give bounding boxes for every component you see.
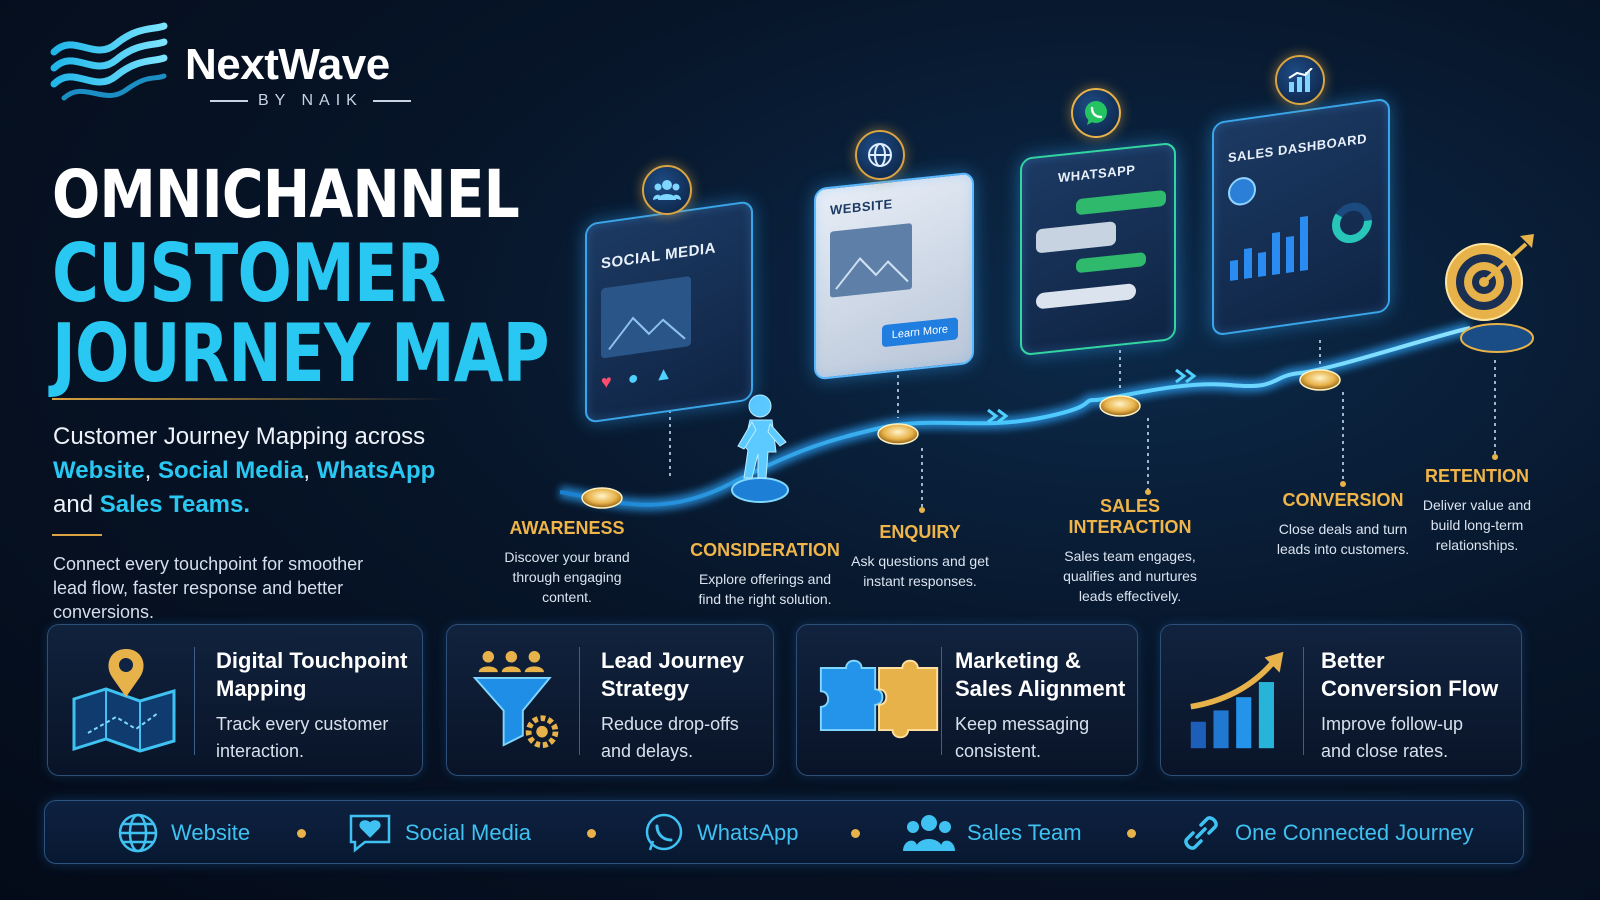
subtitle-channel-social: Social Media — [157, 457, 304, 484]
title-line-1: OMNICHANNEL — [52, 156, 520, 233]
globe-icon — [855, 130, 905, 180]
channel-website: Website — [117, 801, 250, 865]
whatsapp-icon — [1071, 88, 1121, 138]
stage-desc: Deliver value and build long-term relati… — [1422, 497, 1532, 553]
separator-dot — [851, 829, 860, 838]
stage-desc: Ask questions and get instant responses. — [851, 553, 989, 589]
feature-card-touchpoint: Digital Touchpoint Mapping Track every c… — [47, 624, 423, 776]
channel-label: Sales Team — [967, 820, 1082, 845]
subtitle: Customer Journey Mapping across Website,… — [53, 423, 436, 518]
channel-sales-team: Sales Team — [903, 801, 1082, 865]
walking-person-icon — [737, 394, 787, 479]
separator-dot — [587, 829, 596, 838]
chat-heart-icon — [349, 814, 391, 853]
stage-desc: Sales team engages, qualifies and nurtur… — [1063, 548, 1197, 604]
feature-title: Better Conversion Flow — [1321, 648, 1499, 701]
subtitle-channel-website: Website — [53, 457, 145, 484]
feature-card-conversion: Better Conversion Flow Improve follow-up… — [1160, 624, 1522, 776]
learn-more-button[interactable]: Learn More — [881, 317, 958, 348]
wave-logo-icon — [50, 22, 168, 101]
whatsapp-panel: WHATSAPP — [1020, 141, 1176, 357]
title-line-3: JOURNEY MAP — [52, 307, 549, 400]
channel-label: WhatsApp — [697, 820, 799, 845]
feature-title: Lead Journey Strategy — [601, 648, 745, 701]
users-icon — [642, 165, 692, 215]
feature-desc: Improve follow-up and close rates. — [1321, 714, 1464, 761]
title-divider — [52, 398, 452, 400]
subtitle-lead: Customer Journey Mapping across — [53, 423, 426, 450]
team-icon — [903, 815, 955, 851]
image-placeholder-icon — [830, 223, 912, 298]
social-media-label: SOCIAL MEDIA — [601, 239, 716, 273]
stage-title: SALES INTERACTION — [1068, 496, 1192, 537]
channel-bar: Website Social Media WhatsApp Sales Team… — [44, 800, 1524, 864]
channel-label: Website — [171, 820, 251, 845]
stage-awareness: AWARENESS Discover your brand through en… — [482, 518, 652, 607]
globe-icon — [118, 813, 158, 853]
stage-desc: Close deals and turn leads into customer… — [1276, 521, 1410, 557]
channel-social-media: Social Media — [347, 801, 531, 865]
separator-dot — [297, 829, 306, 838]
feature-card-alignment: Marketing & Sales Alignment Keep messagi… — [796, 624, 1138, 776]
separator-dot — [1127, 829, 1136, 838]
stage-title: ENQUIRY — [879, 522, 961, 542]
whatsapp-label: WHATSAPP — [1058, 162, 1136, 186]
subtitle-channel-whatsapp: WhatsApp — [316, 457, 436, 484]
stage-desc: Discover your brand through engaging con… — [504, 549, 630, 605]
growth-chart-icon — [1190, 651, 1284, 749]
feature-desc: Keep messaging consistent. — [955, 714, 1090, 761]
stage-title: CONVERSION — [1282, 490, 1404, 510]
bar-chart-icon — [1275, 55, 1325, 105]
feature-card-lead-journey: Lead Journey Strategy Reduce drop-offs a… — [446, 624, 774, 776]
channel-label: One Connected Journey — [1235, 820, 1474, 845]
website-label: WEBSITE — [830, 196, 893, 218]
stage-sales-interaction: SALES INTERACTION Sales team engages, qu… — [1040, 496, 1220, 606]
stage-desc: Explore offerings and find the right sol… — [698, 571, 832, 607]
feature-desc: Reduce drop-offs and delays. — [601, 714, 739, 761]
stage-consideration: CONSIDERATION Explore offerings and find… — [680, 540, 850, 609]
chat-bubble — [1076, 251, 1146, 274]
message-input — [1036, 283, 1136, 310]
tagline-divider — [52, 534, 102, 536]
map-pin-icon — [72, 649, 176, 753]
puzzle-icon — [819, 659, 939, 739]
stage-title: CONSIDERATION — [690, 540, 840, 560]
tagline: Connect every touchpoint for smoother le… — [53, 554, 364, 622]
website-panel: WEBSITE Learn More — [814, 171, 974, 381]
thumbs-up-icon: ▲ — [654, 362, 673, 386]
brand-name: NextWave — [185, 40, 390, 89]
stage-title: RETENTION — [1424, 466, 1529, 486]
sales-dashboard-label: SALES DASHBOARD — [1228, 130, 1367, 166]
image-placeholder-icon — [601, 275, 691, 359]
feature-desc: Track every customer interaction. — [216, 714, 389, 761]
subtitle-channel-sales: Sales Teams. — [99, 491, 251, 518]
feature-title: Digital Touchpoint Mapping — [216, 648, 408, 701]
social-media-panel: SOCIAL MEDIA ♥ ● ▲ — [585, 200, 753, 424]
target-icon — [1445, 234, 1534, 321]
stage-retention: RETENTION Deliver value and build long-t… — [1412, 466, 1542, 555]
stage-title: AWARENESS — [509, 518, 625, 538]
chat-bubble — [1076, 189, 1166, 216]
channel-whatsapp: WhatsApp — [643, 801, 799, 865]
comment-icon: ● — [627, 367, 639, 389]
stage-conversion: CONVERSION Close deals and turn leads in… — [1258, 490, 1428, 559]
heart-icon: ♥ — [601, 371, 612, 393]
link-icon — [1184, 816, 1218, 850]
brand-subtitle: BY NAIK — [200, 92, 421, 110]
channel-one-connected-journey: One Connected Journey — [1179, 801, 1474, 865]
donut-chart-icon — [1332, 202, 1372, 244]
bar-chart-icon — [1230, 216, 1308, 281]
funnel-icon — [472, 651, 559, 749]
feature-title: Marketing & Sales Alignment — [955, 648, 1126, 701]
title-line-2: CUSTOMER — [52, 227, 446, 320]
avatar-icon — [1228, 175, 1256, 208]
stage-enquiry: ENQUIRY Ask questions and get instant re… — [840, 522, 1000, 591]
channel-label: Social Media — [405, 820, 531, 845]
sales-dashboard-panel: SALES DASHBOARD — [1212, 97, 1390, 337]
whatsapp-icon — [645, 813, 683, 851]
chat-bubble — [1036, 221, 1116, 254]
